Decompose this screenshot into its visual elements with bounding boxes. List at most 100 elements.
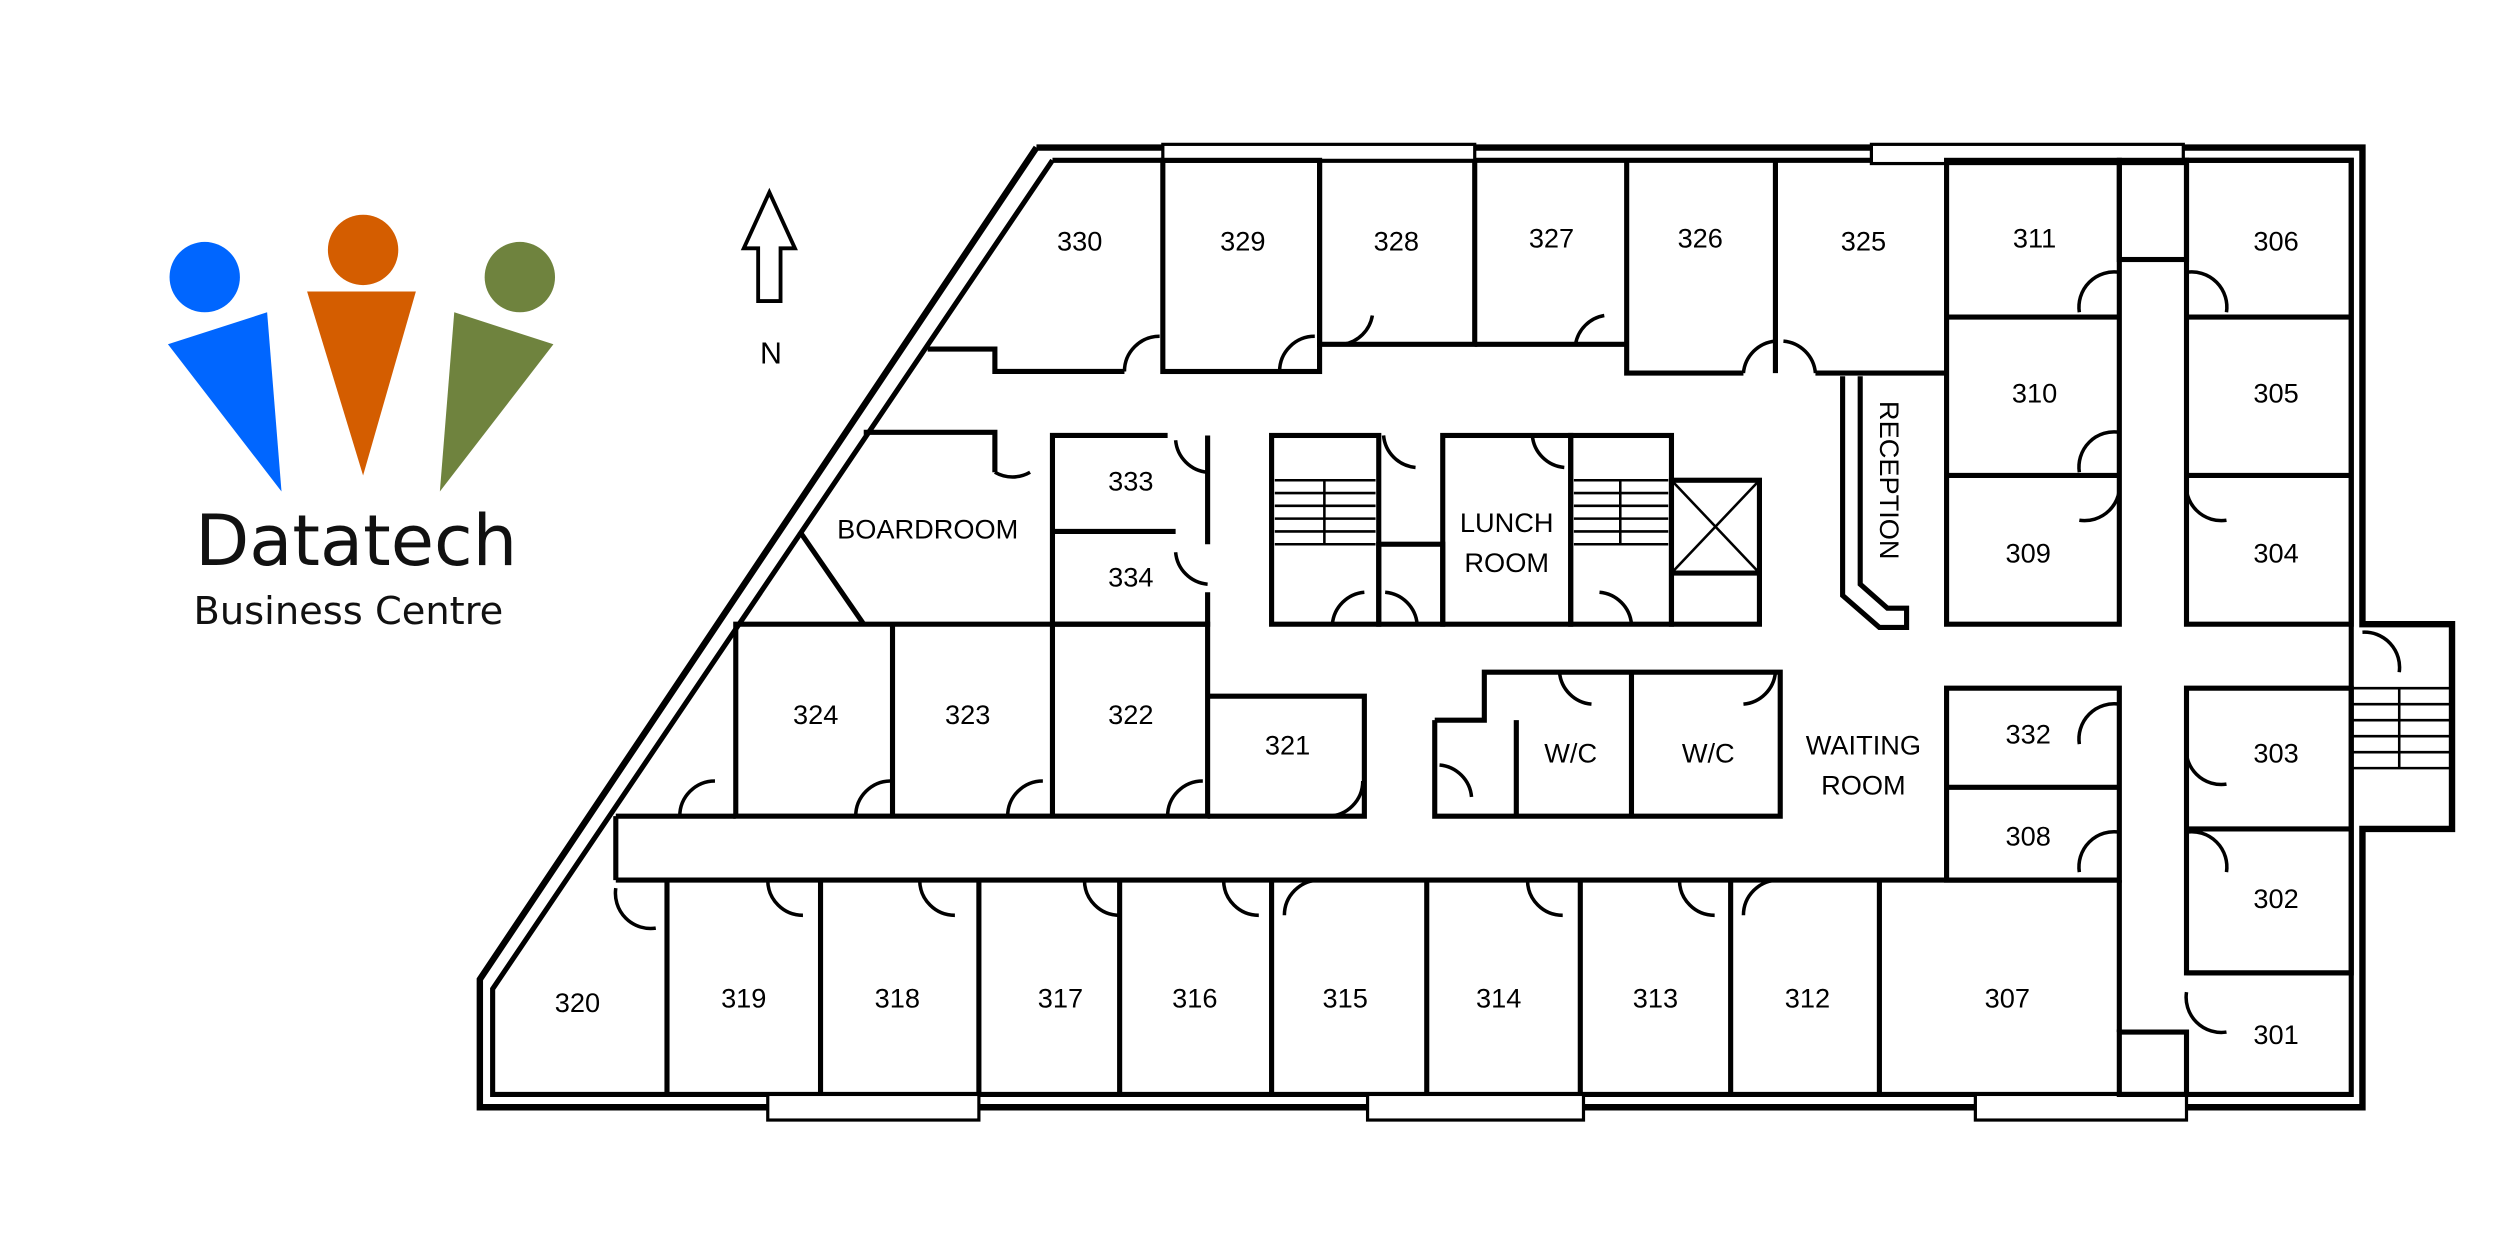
room-label-333: 333 (1108, 466, 1153, 497)
room-label-315: 315 (1322, 982, 1367, 1013)
door-swing (1282, 878, 1320, 916)
door-swing (1677, 880, 1715, 918)
door-swing (2186, 829, 2229, 873)
door-swing (1384, 590, 1419, 625)
room-label-316: 316 (1172, 982, 1217, 1013)
room-label-303: 303 (2253, 738, 2298, 769)
door-swing (1327, 780, 1365, 818)
door-swing (1743, 671, 1778, 706)
door-swing (994, 470, 1031, 479)
room-label-wc2: W/C (1682, 738, 1735, 769)
logo-subtitle: Business Centre (194, 589, 504, 634)
door-swing (1122, 334, 1160, 372)
door-swing (2077, 270, 2120, 313)
door-swing (1557, 671, 1592, 706)
door-swing (1525, 880, 1563, 918)
room-label-326: 326 (1678, 223, 1723, 254)
room-label-330: 330 (1057, 226, 1102, 257)
wall (1432, 669, 1783, 819)
room-label-312: 312 (1785, 982, 1830, 1013)
logo-person-orange-head (327, 214, 399, 286)
wall (927, 346, 1125, 375)
logo-person-orange-body (307, 291, 416, 476)
door-swing (1005, 779, 1043, 817)
room-label-wc1: W/C (1544, 738, 1597, 769)
door-swing (1599, 590, 1634, 625)
room-label-boardroom: BOARDROOM (837, 514, 1018, 545)
door-swing (1530, 435, 1565, 470)
lunch-room-label-line1: LUNCH (1460, 507, 1554, 538)
logo-person-blue-body (167, 312, 282, 492)
wall (733, 621, 1211, 819)
door-swing (2186, 270, 2229, 313)
room-label-322: 322 (1108, 699, 1153, 730)
door-swing (2077, 829, 2120, 873)
door-swing (1277, 334, 1315, 372)
door-swing (853, 779, 891, 817)
door-swing (1439, 763, 1474, 798)
room-label-311: 311 (2013, 223, 2056, 254)
wall (1840, 376, 1910, 630)
wall (863, 429, 998, 473)
reception-label: RECEPTION (1874, 401, 1905, 560)
door-swing (1381, 435, 1416, 470)
room-label-328: 328 (1374, 226, 1419, 257)
door-swing (2079, 479, 2122, 523)
door-swing (1173, 440, 1208, 475)
room-label-308: 308 (2005, 821, 2050, 852)
logo-person-blue-head (169, 241, 240, 313)
logo-person-green-head (484, 241, 556, 313)
logo-name: Datatech (195, 500, 517, 582)
door-swing (678, 779, 716, 817)
wall (2116, 1029, 2190, 1098)
door-swing (613, 887, 657, 931)
north-arrow-icon (740, 187, 798, 304)
door-swing (2077, 702, 2120, 745)
room-label-309: 309 (2005, 538, 2050, 569)
room-label-307: 307 (1985, 982, 2030, 1013)
elevator-icon (1670, 479, 1761, 574)
room-label-318: 318 (875, 982, 920, 1013)
room-label-313: 313 (1633, 982, 1678, 1013)
wall (1944, 157, 2122, 627)
wall (2183, 157, 2354, 627)
door-swing (1173, 551, 1208, 586)
door-swing (2362, 630, 2402, 673)
room-label-334: 334 (1108, 562, 1153, 593)
door-swing (1082, 880, 1120, 918)
door-swing (1573, 313, 1605, 345)
wall (797, 529, 866, 626)
room-label-304: 304 (2253, 538, 2298, 569)
door-swing (2184, 991, 2227, 1035)
logo-person-green-body (439, 312, 554, 492)
room-label-332: 332 (2005, 718, 2050, 749)
door-swing (2077, 430, 2120, 473)
room-label-319: 319 (721, 982, 766, 1013)
room-label-317: 317 (1038, 982, 1083, 1013)
room-label-306: 306 (2253, 226, 2298, 257)
windows (766, 142, 2189, 1122)
lunch-room-label-line2: ROOM (1464, 547, 1549, 578)
doors (613, 270, 2402, 1035)
stairs-icon (1274, 478, 2453, 770)
door-swing (1221, 880, 1259, 918)
north-label: N (760, 337, 782, 371)
window (1973, 1092, 2189, 1122)
exterior-walls (476, 144, 2456, 1111)
room-label-305: 305 (2253, 378, 2298, 409)
room-label-321: 321 (1265, 730, 1310, 761)
room-label-327: 327 (1529, 223, 1574, 254)
door-swing (1741, 878, 1779, 916)
door-swing (1343, 315, 1375, 347)
door-swing (765, 880, 804, 918)
wall (1624, 160, 1744, 376)
room-label-325: 325 (1841, 226, 1886, 257)
wall (1269, 432, 1382, 627)
wall (1376, 541, 1446, 627)
room-label-320: 320 (555, 987, 600, 1018)
door-swing (1330, 590, 1365, 625)
wall (2116, 157, 2190, 263)
